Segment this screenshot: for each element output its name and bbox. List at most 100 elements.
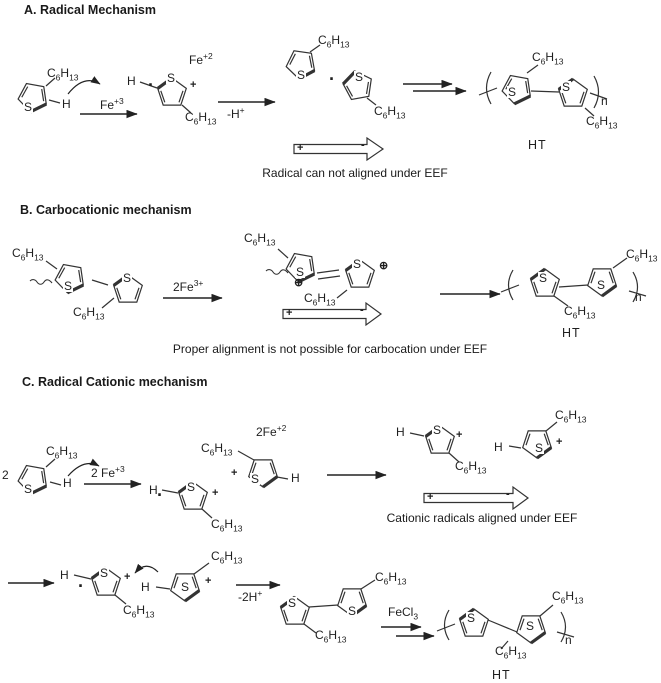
deprotonation-label-a: -H+ [227,105,245,121]
sulfur-atom-label: S [186,480,197,494]
sulfur-atom-label: S [538,271,549,285]
hydrogen-atom-label: H [493,440,504,454]
section-c-caption: Cationic radicals aligned under EEF [386,511,578,525]
hydrogen-atom-label: H [126,74,137,88]
polymer-a [478,64,608,117]
hexyl-label: C6H13 [564,304,596,321]
sulfur-atom-label: S [525,619,536,633]
eef-plus-sign-c: + [427,491,434,503]
sulfur-atom-label: S [287,596,298,610]
oxidant-label-b: 2Fe3+ [173,278,204,294]
electron-transfer-arc-c [67,458,100,477]
hexyl-label: C6H13 [626,247,658,264]
hexyl-label: C6H13 [304,291,336,308]
structure-b-reactant [29,260,144,309]
structure-c-dimer [279,579,376,634]
structure-a-reactant [14,77,61,116]
structure-c-couple2 [155,562,210,603]
ht-regiochemistry-label: HT [492,668,511,682]
sulfur-atom-label: S [296,68,307,82]
electron-transfer-arc-a [67,76,101,95]
hydrogen-atom-label: H [148,483,159,497]
hexyl-label: C6H13 [375,570,407,587]
sulfur-atom-label: S [23,482,34,496]
eef-minus-sign-a: - [361,139,365,151]
hexyl-label: C6H13 [244,231,276,248]
hexyl-label: C6H13 [211,517,243,534]
sulfur-atom-label: S [507,85,518,99]
hexyl-label: C6H13 [532,50,564,67]
sulfur-atom-label: S [347,604,358,618]
plus-charge: + [190,79,197,91]
byproduct-label-a: Fe+2 [189,51,213,67]
hydrogen-atom-label: H [61,97,72,111]
circled-plus-charge: ⊕ [294,277,304,289]
hydrogen-atom-label: H [290,471,301,485]
sulfur-atom-label: S [295,265,306,279]
sulfur-atom-label: S [99,566,110,580]
eef-block-arrow-c [423,485,530,511]
structure-c-couple1 [73,566,127,605]
hexyl-label: C6H13 [318,33,350,50]
structure-c-aligned1 [409,424,460,463]
plus-charge: + [212,487,219,499]
plus-charge: + [231,467,238,479]
eef-plus-sign-b: + [286,307,293,319]
structure-c-cation1 [161,480,213,519]
sulfur-atom-label: S [534,441,545,455]
hexyl-label: C6H13 [586,114,618,131]
sulfur-atom-label: S [23,100,34,114]
coupling-arc-c [134,563,159,574]
hydrogen-atom-label: H [62,476,73,490]
hexyl-label: C6H13 [201,441,233,458]
hexyl-label: C6H13 [185,110,217,127]
sulfur-atom-label: S [561,80,572,94]
hexyl-label: C6H13 [495,644,527,661]
hexyl-label: C6H13 [123,603,155,620]
section-b-caption: Proper alignment is not possible for car… [172,342,488,356]
hexyl-label: C6H13 [374,104,406,121]
structure-a-radical-cation [139,76,192,114]
sulfur-atom-label: S [122,271,133,285]
sulfur-atom-label: S [63,279,74,293]
hexyl-label: C6H13 [46,444,78,461]
oxidant-label-a: Fe+3 [100,96,124,112]
ht-regiochemistry-label: HT [528,138,547,152]
sulfur-atom-label: S [352,257,363,271]
repeat-n-label: n [601,94,608,108]
radical-dot: · [78,576,84,596]
structure-a-radical-pair [283,44,377,106]
hexyl-label: C6H13 [555,408,587,425]
hydrogen-atom-label: H [395,425,406,439]
hexyl-label: C6H13 [12,246,44,263]
hexyl-label: C6H13 [455,459,487,476]
eef-block-arrow-b [282,301,383,327]
structure-c-reactant [14,458,62,498]
repeat-n-label: n [565,633,572,647]
oxidant-label-c: 2 Fe+3 [91,464,125,480]
ht-regiochemistry-label: HT [562,326,581,340]
hexyl-label: C6H13 [73,305,105,322]
sulfur-atom-label: S [250,472,261,486]
circled-plus-charge: ⊕ [379,260,389,272]
radical-dot: · [148,75,154,95]
byproduct-label-c: 2Fe+2 [256,423,287,439]
structure-c-cation2 [237,450,289,489]
hydrogen-atom-label: H [59,568,70,582]
sulfur-atom-label: S [180,580,191,594]
hexyl-label: C6H13 [552,589,584,606]
sulfur-atom-label: S [432,423,443,437]
repeat-n-label: n [635,290,642,304]
section-a-heading: A. Radical Mechanism [24,3,156,17]
sulfur-atom-label: S [466,611,477,625]
hexyl-label: C6H13 [47,66,79,83]
section-b-heading: B. Carbocationic mechanism [20,203,192,217]
plus-charge: + [456,429,463,441]
plus-charge: + [556,436,563,448]
polymer-b [500,257,647,307]
polymer-c [436,604,575,650]
plus-charge: + [205,575,212,587]
hexyl-label: C6H13 [315,628,347,645]
eef-block-arrow-a [293,136,385,162]
